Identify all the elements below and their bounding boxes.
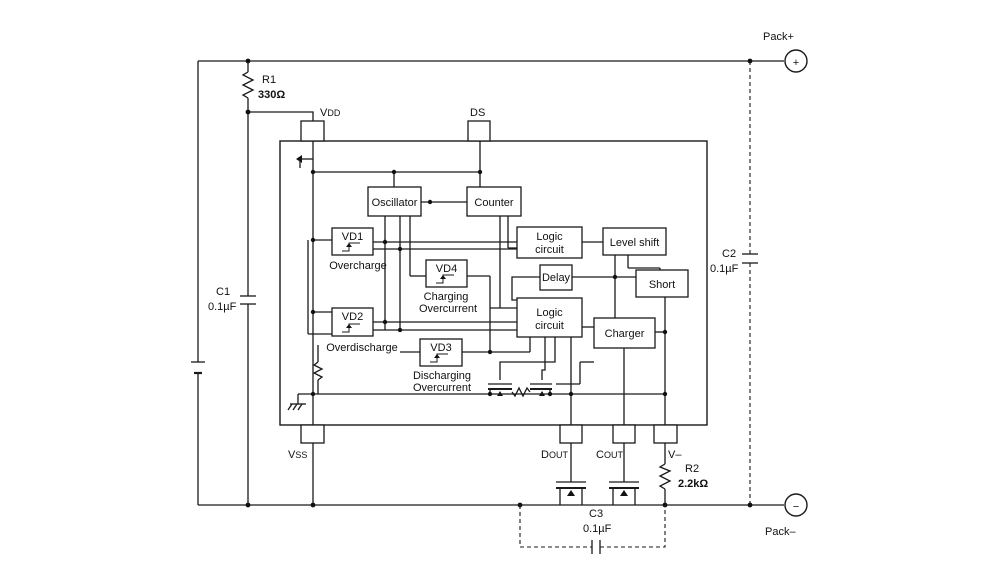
counter-block: Counter [466, 186, 522, 217]
c1-value: 0.1µF [208, 301, 237, 313]
internal-wiring [287, 141, 668, 425]
vd2-name: VD2 [342, 311, 363, 323]
logic-circuit-2-block: Logic circuit [516, 297, 583, 338]
charger-block: Charger [593, 317, 656, 349]
vd1-detector: VD1 Overcharge [329, 227, 387, 272]
c3-value: 0.1µF [583, 523, 612, 535]
c3-capacitor [519, 505, 666, 554]
pin-ds [467, 120, 491, 142]
counter-label: Counter [474, 197, 513, 209]
pin-vminus [653, 424, 678, 444]
pack-plus-label: Pack+ [763, 31, 794, 43]
internal-pulldown-resistor [312, 361, 324, 381]
delay-label: Delay [542, 272, 571, 284]
c3-name: C3 [589, 508, 603, 520]
external-discharge-fet [556, 481, 586, 505]
internal-sense-resistor [511, 386, 531, 398]
plus-symbol: + [793, 57, 799, 69]
vd4-detector: VD4 Charging Overcurrent [419, 259, 477, 315]
pin-dout [559, 424, 583, 444]
logic2-line1: Logic [536, 307, 563, 319]
external-wiring [191, 58, 784, 508]
vminus-label: V– [668, 449, 682, 461]
logic1-line2: circuit [535, 244, 564, 256]
logic2-line2: circuit [535, 320, 564, 332]
r1-name: R1 [262, 74, 276, 86]
pin-cout [612, 424, 636, 444]
vd1-label: Overcharge [329, 260, 386, 272]
charger-label: Charger [605, 328, 645, 340]
level-shift-block: Level shift [602, 227, 667, 256]
vss-label: VSS [288, 449, 307, 461]
r2-resistor [658, 463, 672, 490]
dout-label: DOUT [541, 449, 568, 461]
logic-circuit-1-block: Logic circuit [516, 226, 583, 259]
vd3-label-line2: Overcurrent [413, 382, 471, 394]
vd4-label-line2: Overcurrent [419, 303, 477, 315]
vd2-label: Overdischarge [326, 342, 398, 354]
oscillator-label: Oscillator [372, 197, 418, 209]
r1-resistor [241, 71, 255, 99]
level-shift-label: Level shift [610, 237, 660, 249]
vdd-label: VDD [320, 107, 341, 119]
cout-label: COUT [596, 449, 623, 461]
c2-value: 0.1µF [710, 263, 739, 275]
vd4-label-line1: Charging [424, 291, 469, 303]
pack-plus-terminal: + [784, 49, 808, 73]
oscillator-block: Oscillator [367, 186, 422, 217]
pack-minus-terminal: − [784, 493, 808, 517]
r1-value: 330Ω [258, 89, 285, 101]
r2-value: 2.2kΩ [678, 478, 708, 490]
short-label: Short [649, 279, 675, 291]
pack-minus-label: Pack– [765, 526, 796, 538]
vd3-detector: VD3 Discharging Overcurrent [413, 338, 471, 394]
vd2-detector: VD2 Overdischarge [326, 307, 398, 354]
vd3-name: VD3 [430, 342, 451, 354]
logic1-line1: Logic [536, 231, 563, 243]
short-block: Short [635, 269, 689, 298]
vd1-name: VD1 [342, 231, 363, 243]
c2-name: C2 [722, 248, 736, 260]
c1-name: C1 [216, 286, 230, 298]
vd3-label-line1: Discharging [413, 370, 471, 382]
pin-vdd [300, 120, 325, 142]
delay-block: Delay [539, 264, 573, 291]
r2-name: R2 [685, 463, 699, 475]
minus-symbol: − [793, 501, 799, 513]
vd4-name: VD4 [436, 263, 457, 275]
external-charge-fet [609, 481, 639, 505]
ds-label: DS [470, 107, 485, 119]
pin-vss [300, 424, 325, 444]
